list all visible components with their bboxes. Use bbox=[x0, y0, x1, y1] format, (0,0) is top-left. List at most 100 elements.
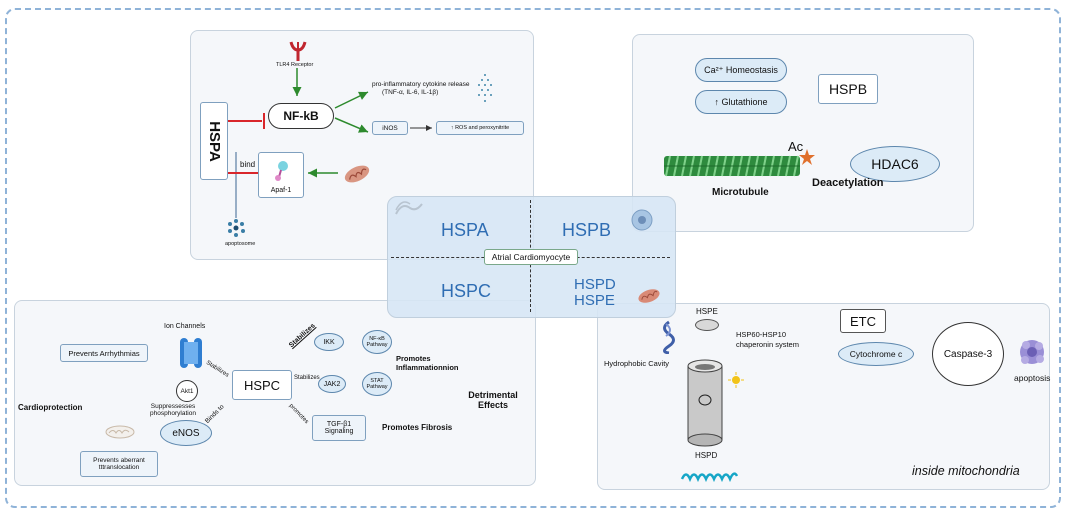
jak2-label: JAK2 bbox=[323, 380, 341, 388]
ac-label: Ac bbox=[788, 139, 804, 154]
etc-label: ETC bbox=[850, 313, 876, 329]
microtubule-label: Microtubule bbox=[712, 187, 769, 198]
stat-pathway-label-2: Pathway bbox=[366, 384, 388, 390]
chaperonin-label-1: HSP60-HSP10 bbox=[736, 330, 787, 339]
cytokine-label-1: pro-inflammatory cytokine release bbox=[372, 81, 470, 88]
inside-mitochondria-label: inside mitochondria bbox=[912, 464, 1020, 478]
cytokine-label-2: (TNF-α, IL-6, IL-1β) bbox=[382, 89, 439, 96]
enos-node: eNOS bbox=[160, 420, 212, 446]
hspe-label: HSPE bbox=[696, 307, 718, 316]
prevents-arrhythmias-box: Prevents Arrhythmias bbox=[60, 344, 148, 362]
nfkb-pathway-label-2: Pathway bbox=[366, 342, 388, 348]
atrial-cardiomyocyte-box: Atrial Cardiomyocyte bbox=[484, 249, 578, 265]
center-hspa-label: HSPA bbox=[441, 220, 489, 240]
akt1-node: Akt1 bbox=[176, 380, 198, 402]
tgf-label-2: Signaling bbox=[324, 428, 354, 435]
panel-hspb bbox=[632, 34, 974, 232]
hspb-label: HSPB bbox=[828, 81, 868, 97]
detrimental-label-1: Detrimental bbox=[468, 390, 518, 400]
hspd-cylinder-icon bbox=[686, 358, 724, 448]
ca-label: Ca²⁺ Homeostasis bbox=[704, 64, 778, 75]
center-hspd-label: HSPD bbox=[574, 276, 616, 293]
center-hspe-label: HSPE bbox=[574, 292, 615, 309]
prevents-aberrant-label-2: tttranslocation bbox=[98, 464, 140, 471]
ribbon-protein-icon bbox=[658, 320, 680, 354]
stat-pathway-label-1: STAT bbox=[370, 378, 384, 384]
tgf-box: TGF-β1 Signaling bbox=[312, 415, 366, 441]
acetyl-star-icon bbox=[798, 148, 816, 166]
er-icon bbox=[394, 200, 424, 216]
inos-label: iNOS bbox=[382, 124, 398, 132]
ion-channels-label: Ion Channels bbox=[164, 323, 206, 330]
chaperonin-label-2: chaperonin system bbox=[736, 340, 799, 349]
stabilizes-label-jak2: Stabilizes bbox=[294, 375, 320, 381]
tgf-label-1: TGF-β1 bbox=[326, 421, 352, 428]
caspase3-label: Caspase-3 bbox=[943, 348, 993, 360]
mitochondria-center-icon bbox=[636, 288, 662, 304]
mitochondria-icon bbox=[342, 164, 372, 184]
suppresses-label-2: phosphorylation bbox=[150, 410, 196, 418]
nucleus-icon bbox=[630, 208, 654, 232]
cytochrome-label: Cytochrome c bbox=[849, 349, 903, 359]
promotes-inflammation-label: Promotes Inflammationnion bbox=[396, 354, 476, 372]
detrimental-effects-label: Detrimental Effects bbox=[458, 390, 528, 411]
tlr4-receptor-icon bbox=[287, 40, 309, 62]
stat-pathway-node: STAT Pathway bbox=[362, 372, 392, 396]
prevents-aberrant-label-1: Prevents aberrant bbox=[93, 457, 145, 464]
akt1-label: Akt1 bbox=[180, 387, 194, 395]
nfkb-node: NF-kB bbox=[268, 103, 334, 129]
promotes-inflammation-label-1: Promotes bbox=[396, 354, 431, 363]
hspd-label: HSPD bbox=[695, 451, 718, 460]
apoptosis-label: apoptosis bbox=[1014, 373, 1051, 383]
promotes-inflammation-label-2: Inflammationnion bbox=[396, 362, 459, 372]
ros-label: ↑ ROS and peroxynitrite bbox=[450, 125, 510, 131]
ros-text: ROS and peroxynitrite bbox=[455, 125, 510, 131]
ikk-label: IKK bbox=[323, 338, 335, 346]
etc-box: ETC bbox=[840, 309, 886, 333]
inos-box: iNOS bbox=[372, 121, 408, 135]
deacetylation-label: Deacetylation bbox=[812, 177, 884, 189]
apaf1-box: Apaf-1 bbox=[258, 152, 304, 198]
microtubule-icon bbox=[664, 152, 802, 180]
ikk-node: IKK bbox=[314, 333, 344, 351]
hspa-vertical-label: HSPA bbox=[205, 120, 223, 162]
jak2-node: JAK2 bbox=[318, 375, 346, 393]
hydrophobic-label: Hydrophobic Cavity bbox=[604, 359, 670, 368]
detrimental-label-2: Effects bbox=[477, 400, 508, 411]
suppresses-label-1: Suppressesses bbox=[150, 403, 196, 410]
nfkb-pathway-label-1: NF-κB bbox=[369, 336, 385, 342]
nfkb-pathway-node: NF-κB Pathway bbox=[362, 330, 392, 354]
ion-channel-icon bbox=[178, 336, 204, 370]
cardioprotection-label: Cardioprotection bbox=[18, 403, 83, 412]
cytokine-dots-icon bbox=[474, 72, 496, 104]
apoptosis-cell-icon bbox=[1016, 336, 1048, 372]
glutathione-label: ↑ Glutathione bbox=[714, 97, 768, 107]
unfolded-chain-icon bbox=[680, 468, 738, 482]
atrial-cardiomyocyte-label: Atrial Cardiomyocyte bbox=[491, 252, 571, 262]
nfkb-label: NF-kB bbox=[283, 109, 319, 123]
bind-label: bind bbox=[240, 160, 256, 169]
hspb-box: HSPB bbox=[818, 74, 878, 104]
center-hspb-label: HSPB bbox=[562, 220, 612, 240]
glutathione-node: ↑ Glutathione bbox=[695, 90, 787, 114]
ros-box: ↑ ROS and peroxynitrite bbox=[436, 121, 524, 135]
apaf1-icon bbox=[272, 160, 290, 182]
center-hspc-label: HSPC bbox=[441, 281, 492, 301]
prevents-arrhythmias-label: Prevents Arrhythmias bbox=[68, 348, 140, 358]
caspase3-node: Caspase-3 bbox=[932, 322, 1004, 386]
enos-label: eNOS bbox=[172, 427, 200, 439]
outer-dashed-frame bbox=[5, 8, 1061, 508]
tlr4-label: TLR4 Receptor bbox=[276, 62, 314, 68]
sun-icon bbox=[728, 372, 744, 388]
hspc-label: HSPC bbox=[243, 377, 281, 393]
hdac6-node: HDAC6 bbox=[850, 146, 940, 182]
suppresses-label: Suppressesses phosphorylation bbox=[132, 403, 214, 418]
apaf1-label: Apaf-1 bbox=[270, 187, 292, 194]
apoptosome-icon bbox=[226, 218, 246, 238]
cytochrome-node: Cytochrome c bbox=[838, 342, 914, 366]
hdac6-label: HDAC6 bbox=[871, 156, 919, 172]
hspc-box: HSPC bbox=[232, 370, 292, 400]
apoptosome-label: apoptosome bbox=[225, 241, 256, 247]
mitochondria-small-icon bbox=[104, 424, 136, 440]
